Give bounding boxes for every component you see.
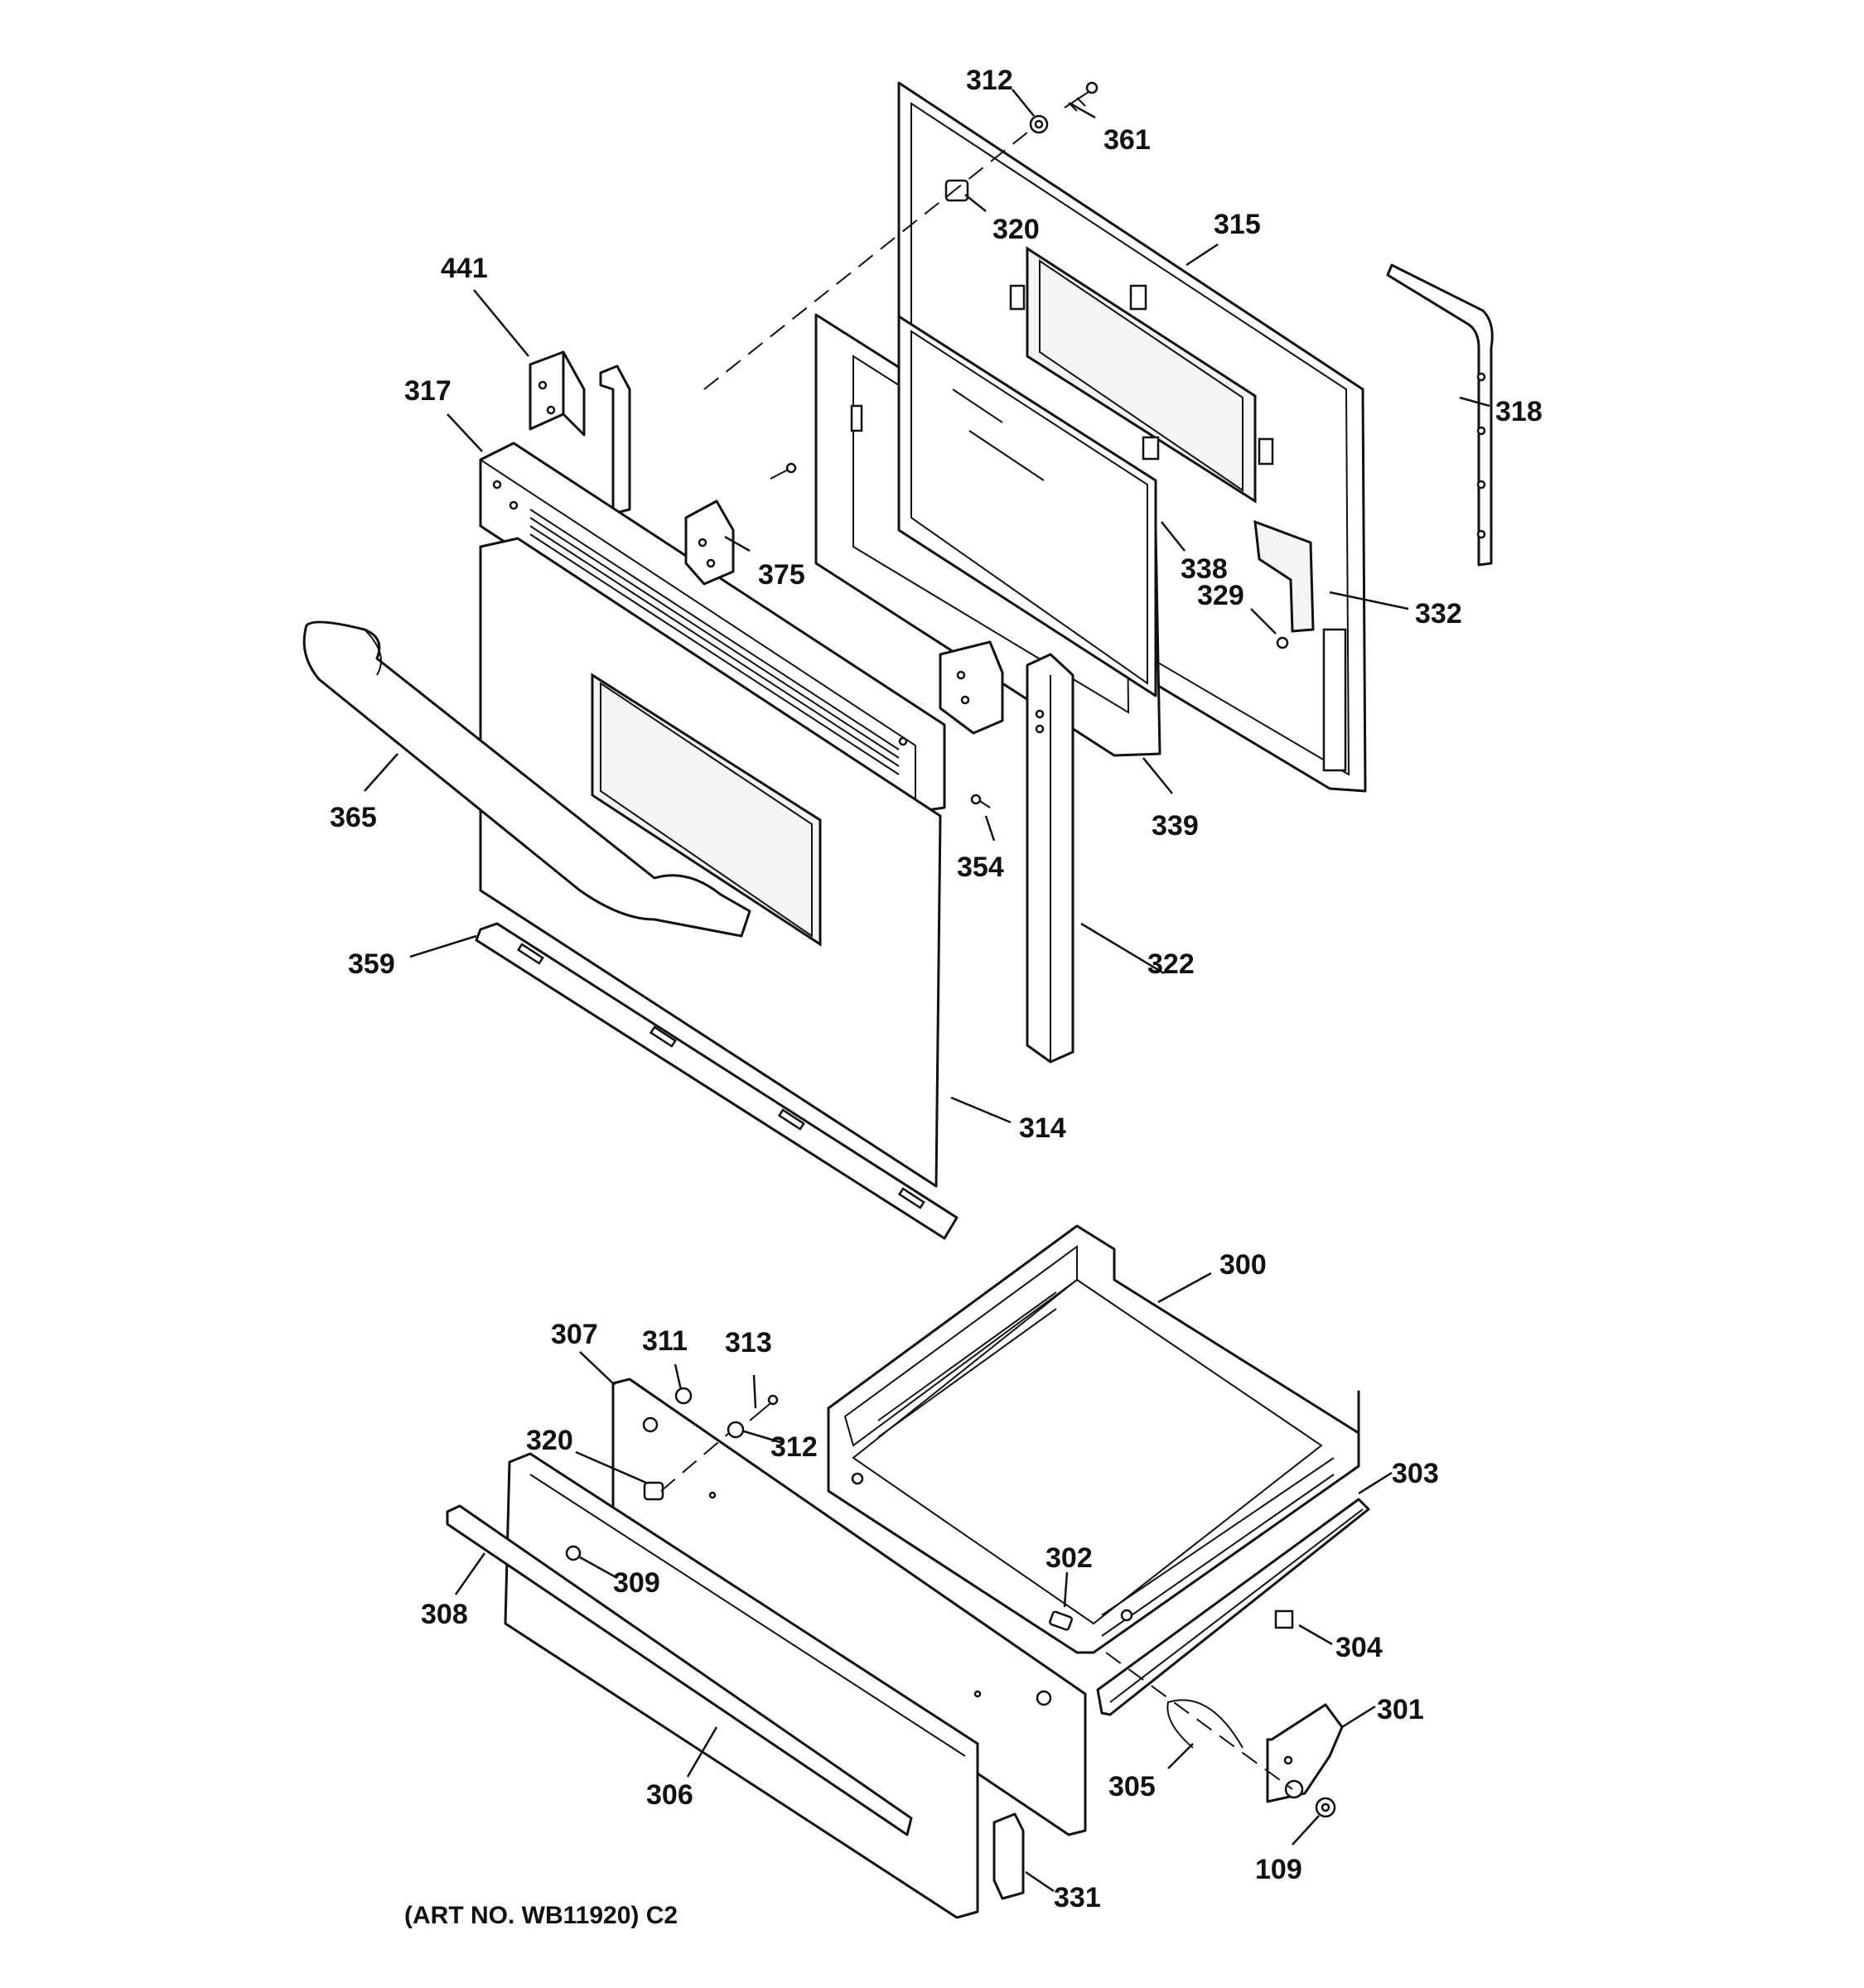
screw-part	[770, 462, 797, 480]
screw-361-part	[1064, 81, 1099, 112]
slide-bracket-301-part	[1266, 1703, 1344, 1803]
callout-315: 315	[1214, 209, 1261, 240]
spring-305-part	[1166, 1699, 1243, 1749]
callout-320-bottom: 320	[526, 1425, 573, 1456]
callout-320-top: 320	[992, 214, 1040, 245]
drawer-handle-part	[446, 1504, 913, 1836]
hinge-bracket-lower-part	[939, 640, 1004, 735]
inner-glass-part	[897, 315, 1157, 697]
callout-339: 339	[1152, 810, 1199, 842]
callout-304: 304	[1335, 1632, 1383, 1663]
callout-331: 331	[1054, 1882, 1101, 1913]
hinge-bracket-441-part	[529, 350, 586, 437]
side-channel-part	[1026, 653, 1074, 1064]
callout-312-top: 312	[966, 65, 1013, 96]
drawer-slide-part	[1096, 1498, 1370, 1716]
outer-door-panel-part	[479, 537, 942, 1188]
callout-308: 308	[421, 1599, 468, 1630]
bracket-375-part	[684, 499, 735, 586]
door-gasket-part	[1386, 263, 1494, 567]
roller-302-part	[1049, 1610, 1073, 1631]
callout-354: 354	[957, 852, 1004, 883]
callout-318: 318	[1495, 396, 1543, 427]
callout-365: 365	[330, 802, 377, 833]
callout-303: 303	[1392, 1458, 1439, 1489]
callout-312-bottom: 312	[770, 1431, 818, 1463]
callout-300: 300	[1219, 1249, 1267, 1281]
callout-359: 359	[348, 948, 395, 980]
callout-313: 313	[725, 1327, 772, 1358]
insulation-part	[1253, 519, 1315, 633]
callout-301: 301	[1377, 1694, 1424, 1725]
screw-354-part	[970, 794, 991, 808]
callout-307: 307	[551, 1319, 598, 1350]
art-number-caption: (ART NO. WB11920) C2	[404, 1902, 678, 1929]
leader-lines	[364, 89, 1490, 1893]
callout-322: 322	[1147, 948, 1195, 980]
callout-361: 361	[1103, 124, 1151, 156]
nut-312-part	[1029, 114, 1049, 134]
callout-314: 314	[1019, 1112, 1066, 1144]
callout-332: 332	[1415, 598, 1462, 630]
screw-329-part	[1276, 636, 1289, 649]
callout-375: 375	[758, 559, 805, 591]
door-handle-part	[302, 620, 751, 938]
drawer-stop-320-part	[643, 1481, 664, 1501]
callout-305: 305	[1108, 1771, 1156, 1802]
vent-trim-part	[479, 442, 946, 813]
door-stop-320-part	[944, 179, 969, 202]
nut-311-part	[674, 1387, 693, 1405]
callout-329: 329	[1197, 580, 1244, 611]
callout-109: 109	[1255, 1854, 1302, 1885]
callout-317: 317	[404, 375, 452, 407]
door-back-panel-part	[897, 81, 1367, 793]
callout-311: 311	[642, 1325, 688, 1357]
callout-labels: 312 361 320 315 441 318 317 375 338 329 …	[330, 65, 1543, 1913]
clip-304-part	[1274, 1609, 1294, 1629]
drawer-body-part	[827, 1224, 1360, 1654]
callout-306: 306	[646, 1779, 693, 1811]
nut-109-part	[1315, 1797, 1336, 1818]
bottom-trim-part	[475, 922, 959, 1240]
callout-302: 302	[1045, 1542, 1093, 1574]
screw-313-part	[749, 1394, 779, 1421]
hinge-strap-part	[599, 364, 631, 515]
callout-338: 338	[1181, 553, 1228, 585]
drawer-bracket-331-part	[992, 1812, 1025, 1900]
callout-441: 441	[441, 253, 488, 284]
callout-309: 309	[613, 1567, 660, 1599]
nut-312-lower-part	[727, 1421, 745, 1439]
